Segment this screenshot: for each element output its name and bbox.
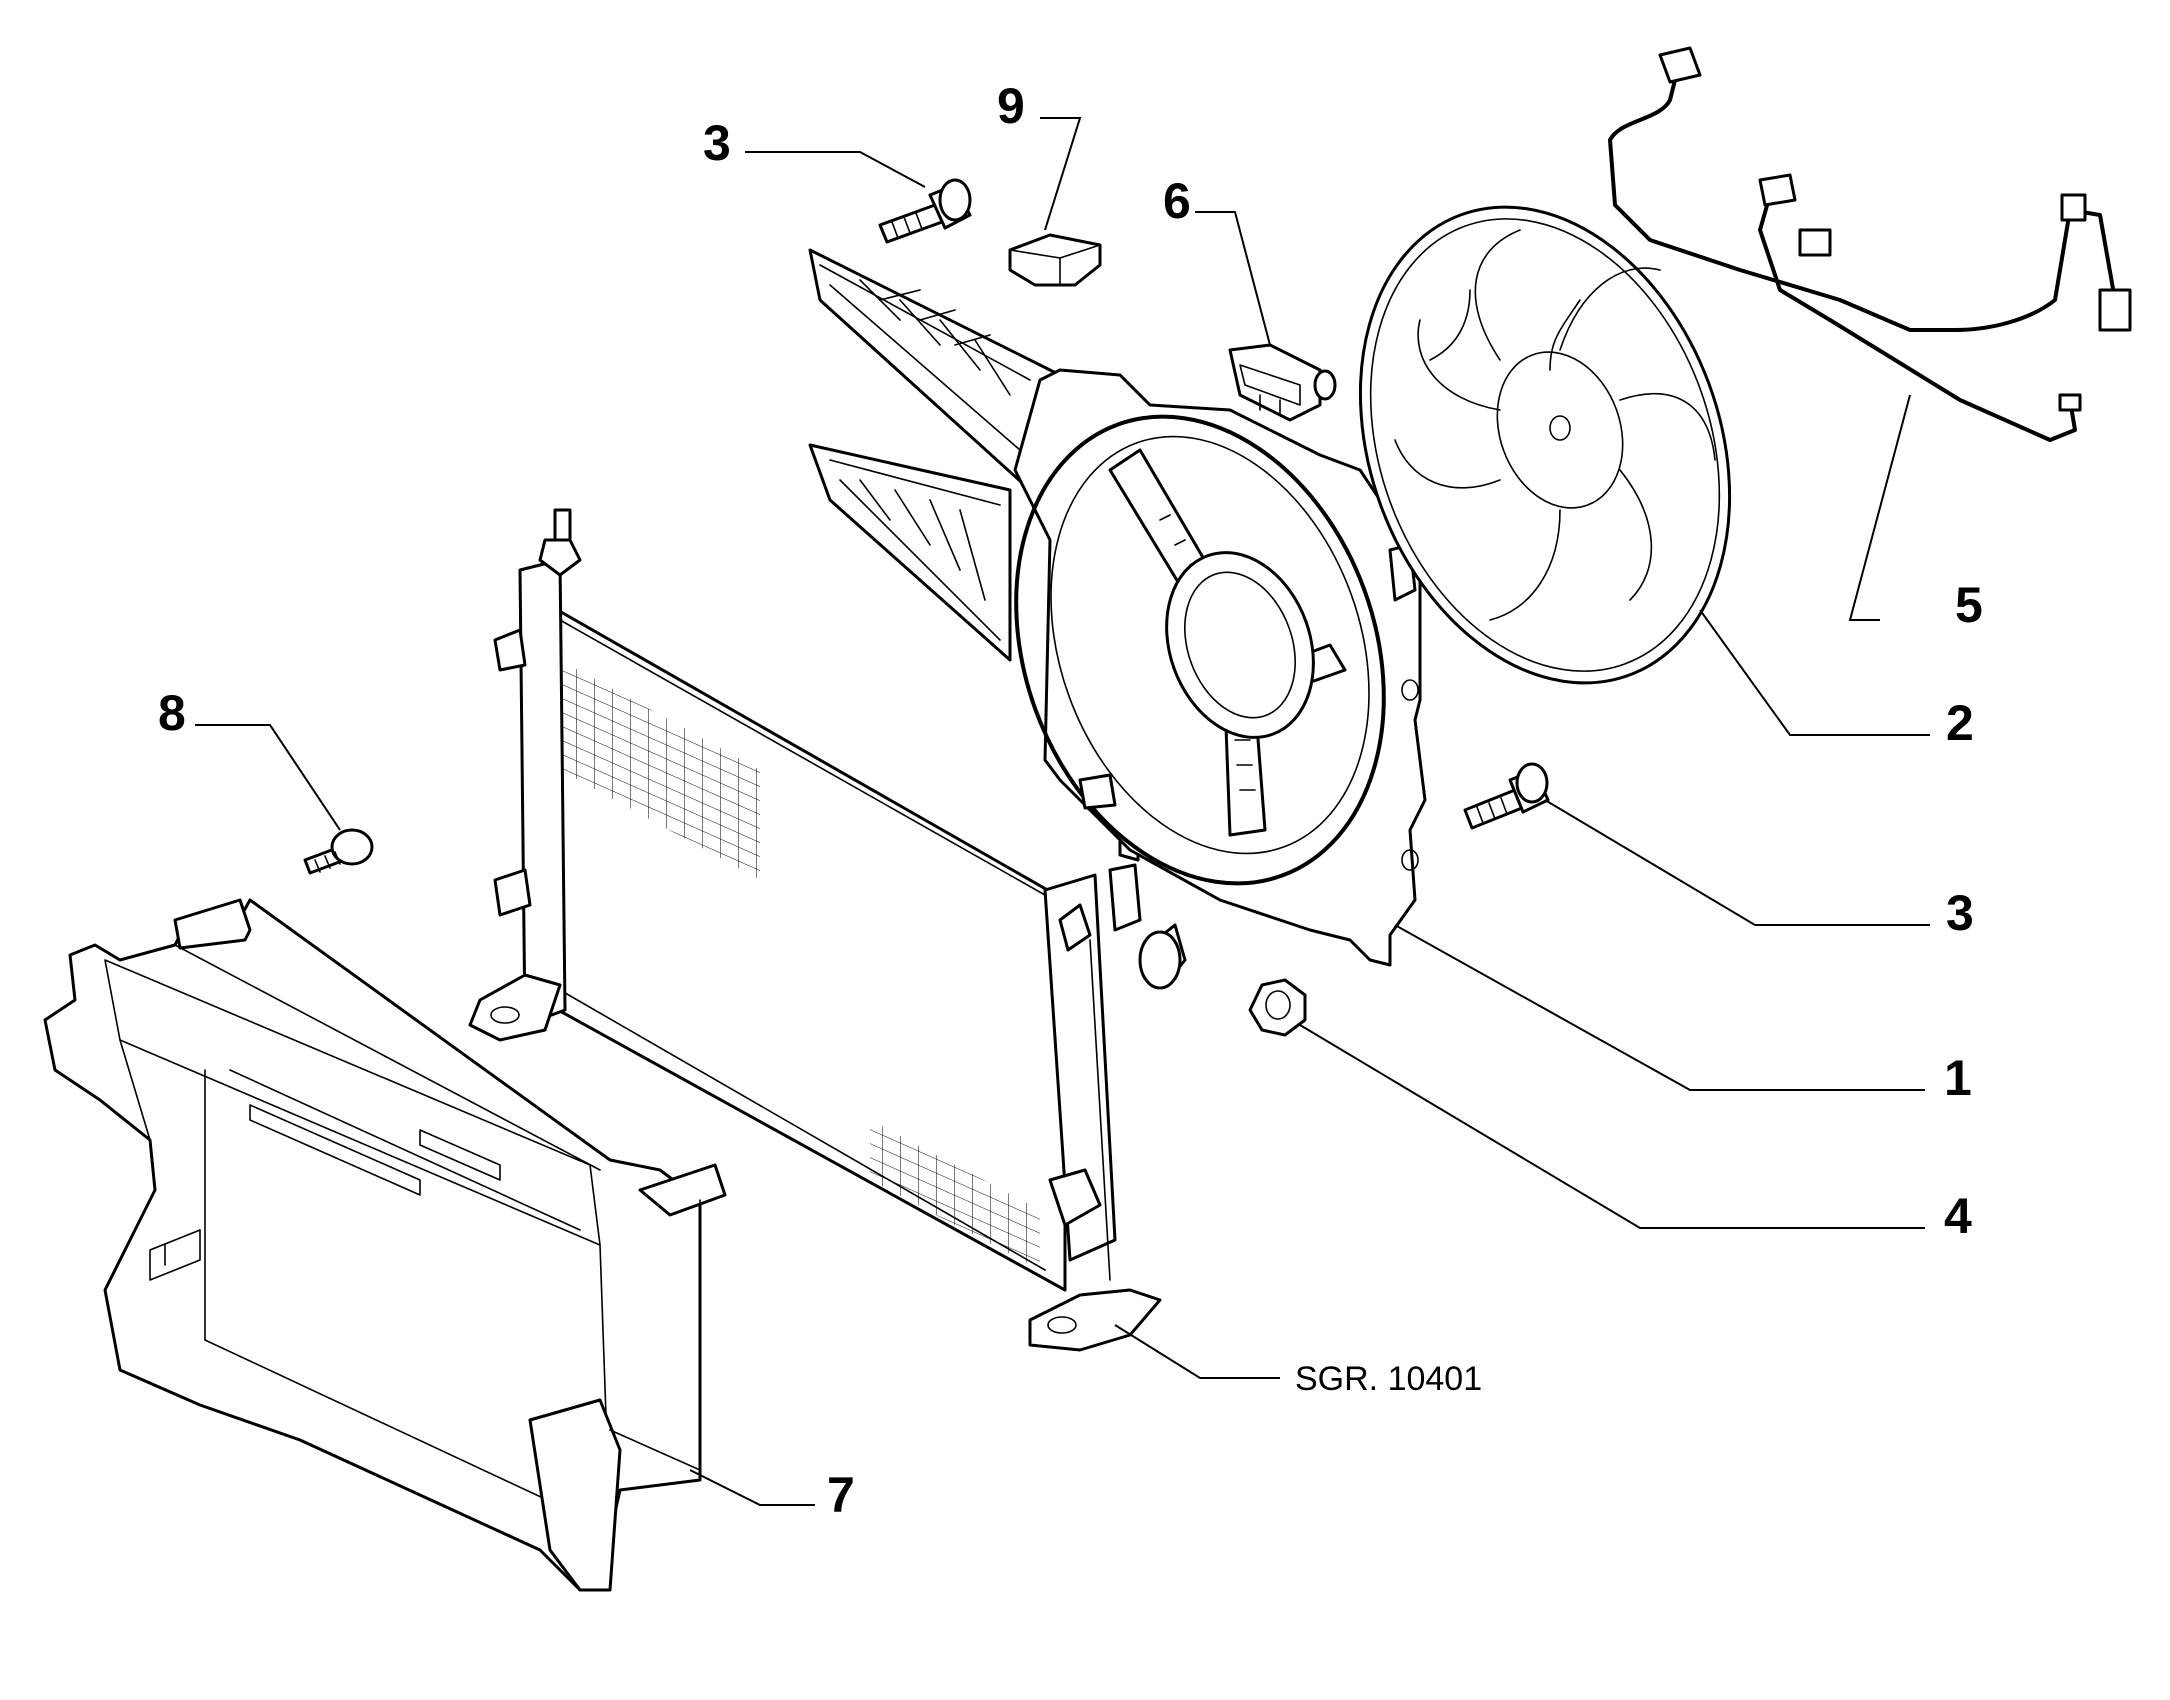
leader-lines [195, 117, 1930, 1506]
callout-7: 7 [827, 1467, 855, 1523]
callout-3-upper: 3 [703, 115, 731, 171]
callout-9: 9 [997, 78, 1025, 134]
wiring-harness-part-5 [1608, 46, 2132, 442]
callout-8: 8 [158, 685, 186, 741]
bolt-part-8 [303, 828, 374, 875]
callout-6: 6 [1163, 173, 1191, 229]
nut-part-4 [1248, 978, 1307, 1037]
fan-shroud-part-1 [808, 248, 1427, 967]
callout-2: 2 [1946, 695, 1974, 751]
callout-1: 1 [1944, 1050, 1972, 1106]
bolt-part-3-upper [878, 178, 972, 244]
callout-5: 5 [1955, 577, 1983, 633]
clip-part-9 [1008, 233, 1102, 287]
reference-label: SGR. 10401 [1295, 1360, 1482, 1398]
radiator-assembly [468, 508, 1187, 1352]
fan-part-2 [1358, 205, 1732, 685]
bolt-part-3-lower [1463, 762, 1550, 830]
air-duct-part-7 [43, 898, 727, 1592]
callout-4: 4 [1944, 1188, 1972, 1244]
resistor-part-6 [1228, 343, 1337, 422]
callout-3-lower: 3 [1946, 885, 1974, 941]
